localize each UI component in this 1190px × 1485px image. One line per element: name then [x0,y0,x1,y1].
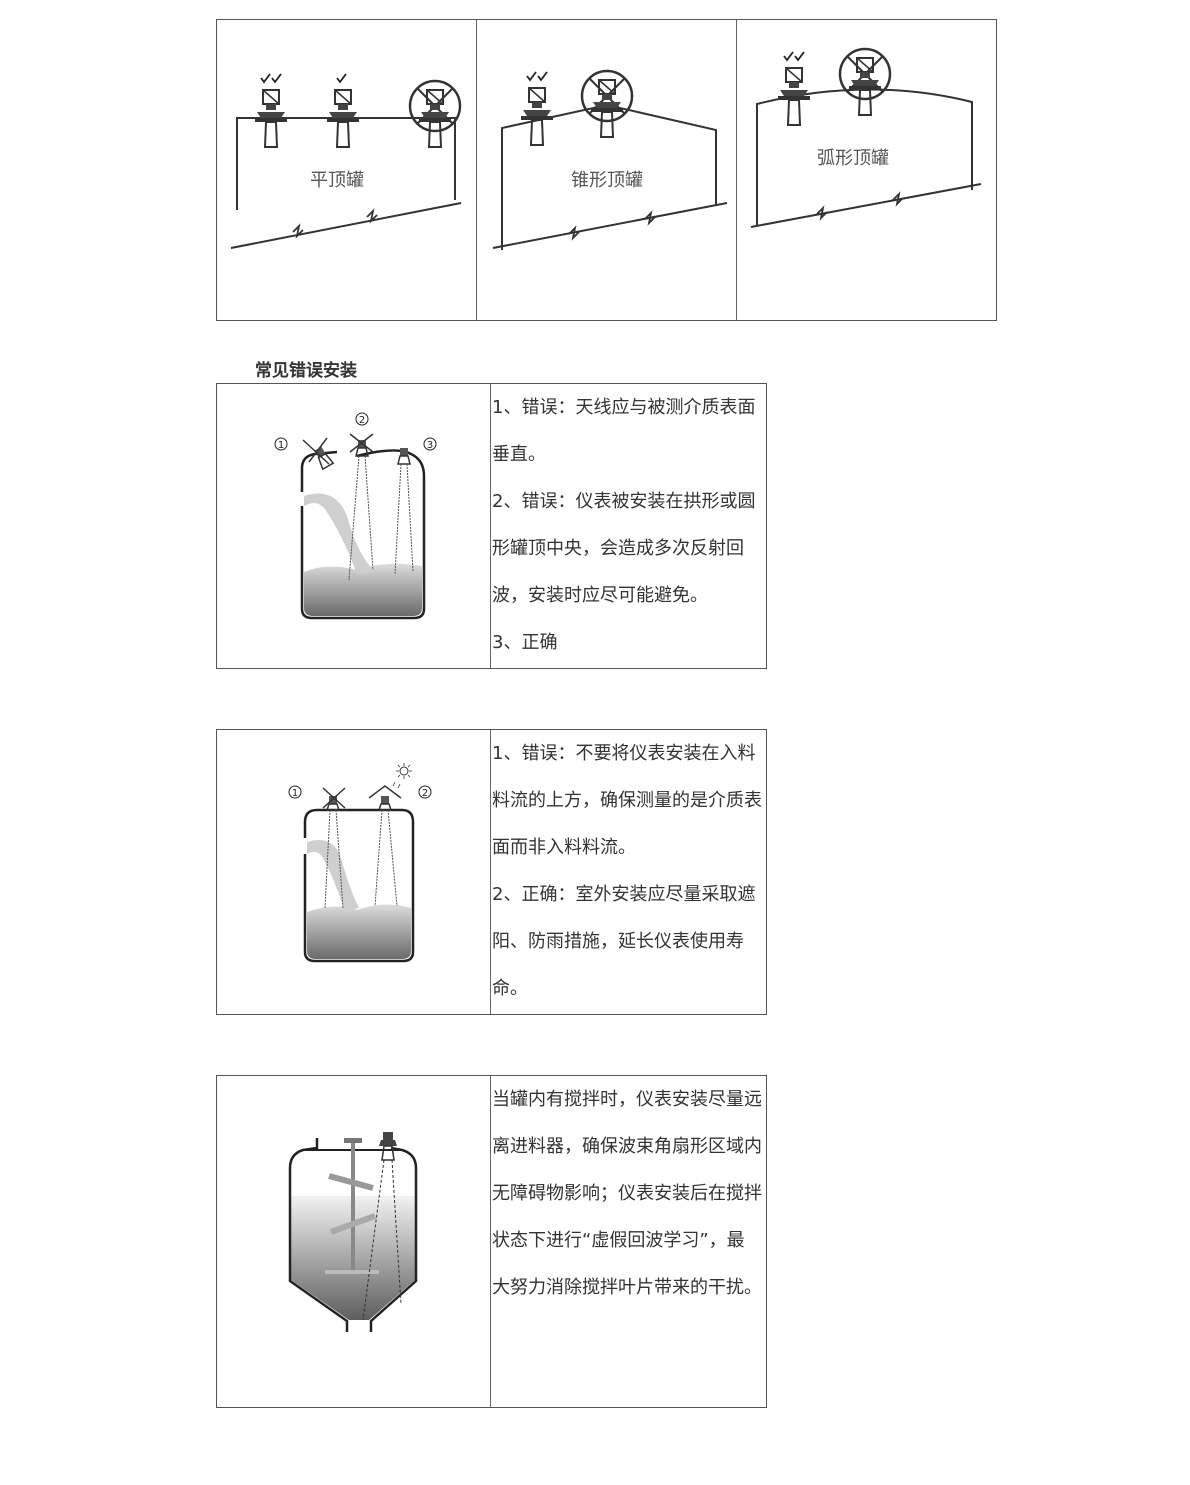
install-case-row: 1 2 3 1、错误：天线应与被测介质表面垂直。 2、错误：仪表被安装在拱形或圆… [216,383,767,669]
paragraph: 当罐内有搅拌时，仪表安装尽量远离进料器，确保波束角扇形区域内无障碍物影响；仪表安… [492,1089,762,1298]
inflow-sunshade-figure: 1 2 [288,763,432,963]
panel-divider [736,20,737,320]
agitator-tank-figure [288,1132,418,1332]
svg-text:1: 1 [292,788,298,799]
install-case-row: 当罐内有搅拌时，仪表安装尽量远离进料器，确保波束角扇形区域内无障碍物影响；仪表安… [216,1075,767,1408]
row-divider [490,1076,491,1407]
row-divider [490,384,491,668]
dome-roof-label: 弧形顶罐 [817,148,889,169]
flat-roof-tank [230,73,462,249]
tank-roof-drawings [230,47,982,250]
paragraph: 3、正确 [492,632,558,653]
section-title: 常见错误安装 [255,361,357,381]
dome-roof-tank [750,47,982,228]
cone-roof-tank [492,69,728,250]
row-text: 1、错误：天线应与被测介质表面垂直。 2、错误：仪表被安装在拱形或圆形罐顶中央，… [492,384,762,666]
cone-roof-label: 锥形顶罐 [571,170,643,191]
antenna-angle-figure: 1 2 3 [274,412,437,620]
panel-divider [476,20,477,320]
svg-text:2: 2 [422,788,428,799]
svg-text:3: 3 [427,440,433,451]
paragraph: 2、错误：仪表被安装在拱形或圆形罐顶中央，会造成多次反射回波，安装时应尽可能避免… [492,491,756,606]
row-text: 1、错误：不要将仪表安装在入料料流的上方，确保测量的是介质表面而非入料料流。 2… [492,730,762,1012]
tank-roof-figure: 平顶罐 锥形顶罐 弧形顶罐 [216,19,997,321]
paragraph: 1、错误：天线应与被测介质表面垂直。 [492,397,756,465]
row-text: 当罐内有搅拌时，仪表安装尽量远离进料器，确保波束角扇形区域内无障碍物影响；仪表安… [492,1076,762,1311]
svg-text:1: 1 [278,440,284,451]
row-divider [490,730,491,1014]
paragraph: 1、错误：不要将仪表安装在入料料流的上方，确保测量的是介质表面而非入料料流。 [492,743,762,858]
paragraph: 2、正确：室外安装应尽量采取遮阳、防雨措施，延长仪表使用寿命。 [492,884,756,999]
flat-roof-label: 平顶罐 [310,170,364,191]
svg-text:2: 2 [359,415,365,426]
install-case-row: 1 2 1、错误：不要将仪表安装在入料料流的上方，确保测量的是介质表面而非入料料… [216,729,767,1015]
